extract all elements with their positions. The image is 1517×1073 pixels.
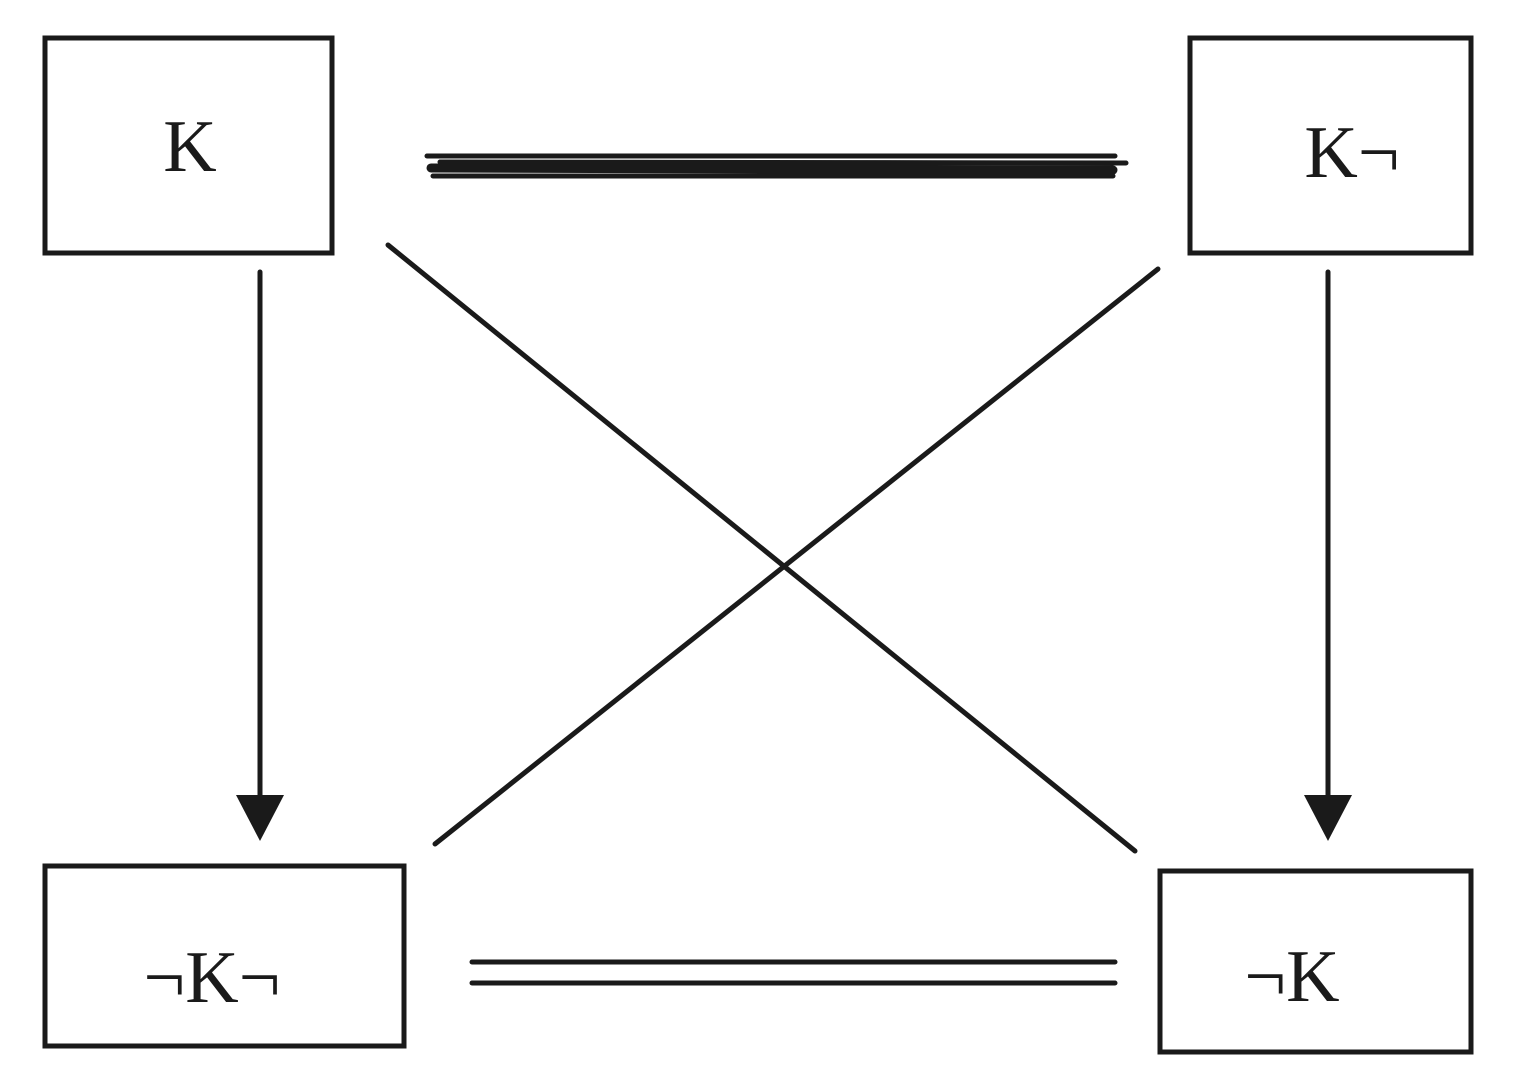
right-arrowhead bbox=[1304, 795, 1352, 841]
node-bottom-left: ¬K¬ bbox=[42, 863, 407, 1049]
edge-diagonal-k-not-to-not-k-not bbox=[432, 266, 1161, 847]
left-arrowhead bbox=[236, 795, 284, 841]
node-top-left: K bbox=[42, 35, 335, 256]
node-top-right-label: K¬ bbox=[1304, 112, 1399, 194]
node-top-left-label: K bbox=[163, 106, 216, 188]
edge-top-double-line bbox=[424, 153, 1129, 179]
edge-diagonal-k-to-not-k bbox=[385, 242, 1138, 854]
node-bottom-right: ¬K bbox=[1157, 868, 1474, 1055]
node-top-right: K¬ bbox=[1187, 35, 1474, 256]
edge-left-arrow bbox=[236, 269, 284, 841]
node-bottom-right-label: ¬K bbox=[1244, 936, 1339, 1018]
edge-right-arrow bbox=[1304, 269, 1352, 841]
edge-bottom-double-line bbox=[469, 959, 1118, 986]
node-bottom-left-label: ¬K¬ bbox=[144, 937, 281, 1019]
